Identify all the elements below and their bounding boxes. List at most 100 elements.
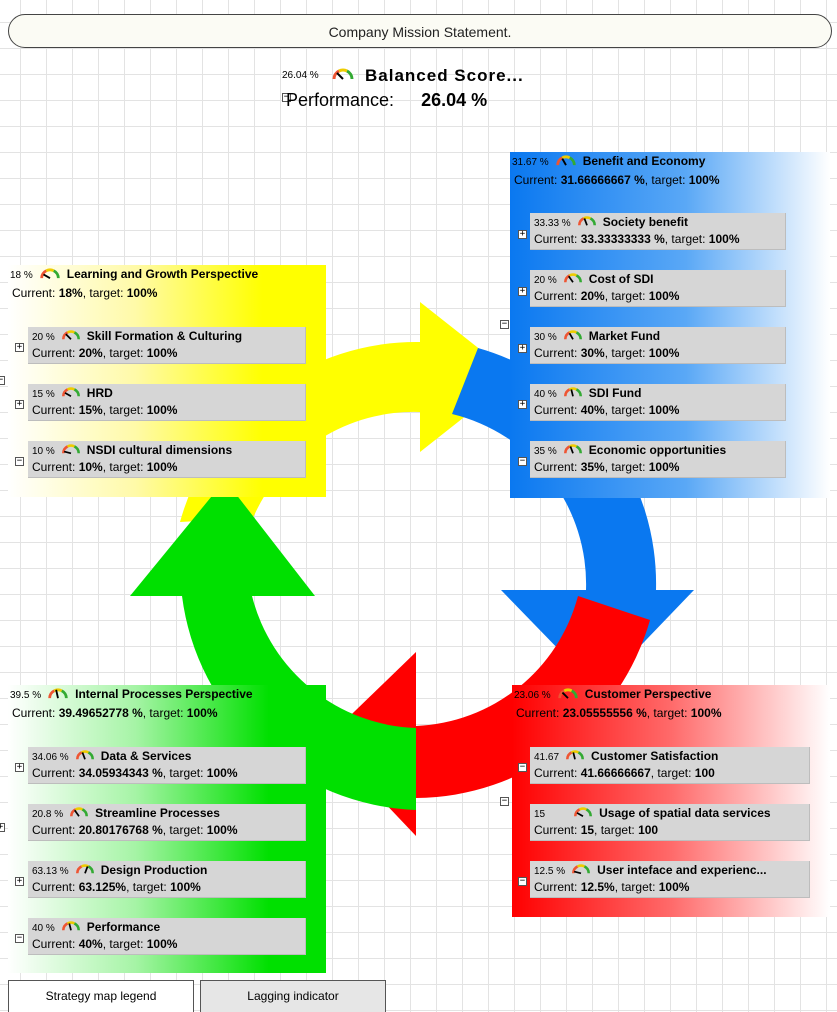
objective-percent: 41.67	[534, 752, 560, 763]
objective-header: 35 %Economic opportunities	[534, 443, 726, 458]
gauge-icon	[573, 806, 593, 821]
expand-toggle-icon[interactable]: +	[15, 762, 24, 772]
objective-current: Current: 20.80176768 %, target: 100%	[32, 823, 238, 837]
current-value: 39.49652778 %	[58, 706, 143, 720]
objective-design-production[interactable]: 63.13 %Design Production Current: 63.125…	[28, 861, 306, 898]
expand-toggle-icon[interactable]: +	[15, 399, 24, 409]
objective-percent: 40 %	[32, 923, 55, 934]
objective-name: HRD	[86, 386, 113, 400]
target-label: , target:	[644, 173, 689, 187]
current-label: Current:	[32, 937, 79, 951]
target-value: 100%	[186, 706, 218, 720]
current-label: Current:	[32, 460, 79, 474]
objective-sdi-fund[interactable]: 40 %SDI Fund Current: 40%, target: 100%	[530, 384, 786, 421]
target-value: 100%	[170, 880, 201, 894]
perspective-current: Current: 31.66666667 %, target: 100%	[514, 173, 720, 187]
objective-name: Performance	[86, 920, 161, 934]
green-cycle-arrow	[130, 480, 416, 810]
collapse-toggle-icon[interactable]: −	[500, 796, 509, 806]
collapse-toggle-icon[interactable]: −	[15, 456, 24, 466]
objective-name: Skill Formation & Culturing	[86, 329, 243, 343]
gauge-icon	[61, 443, 81, 458]
balanced-score-performance: Performance: 26.04 %	[286, 90, 487, 111]
perspective-percent: 31.67 %	[512, 157, 549, 169]
current-value: 34.05934343 %	[78, 766, 163, 780]
perspective-header: 31.67 %Benefit and Economy	[512, 154, 705, 170]
objective-header: 20 %Skill Formation & Culturing	[32, 329, 242, 344]
collapse-toggle-icon[interactable]: −	[0, 376, 5, 385]
balanced-score-node[interactable]: 26.04 % Balanced Score... − Performance:…	[270, 64, 570, 118]
target-label: , target:	[614, 880, 659, 894]
objective-skill-formation[interactable]: 20 %Skill Formation & Culturing Current:…	[28, 327, 306, 364]
expand-toggle-icon[interactable]: +	[0, 823, 5, 832]
objective-header: 34.06 %Data & Services	[32, 749, 191, 764]
objective-user-interface-experience[interactable]: 12.5 %User inteface and experienc... Cur…	[530, 861, 810, 898]
target-value: 100%	[648, 403, 680, 417]
target-value: 100%	[688, 173, 720, 187]
objective-hrd[interactable]: 15 %HRD Current: 15%, target: 100%	[28, 384, 306, 421]
gauge-icon	[555, 154, 577, 170]
objective-percent: 35 %	[534, 446, 557, 457]
expand-toggle-icon[interactable]: +	[518, 343, 527, 353]
objective-current: Current: 20%, target: 100%	[534, 289, 679, 303]
expand-toggle-icon[interactable]: +	[518, 229, 527, 239]
objective-current: Current: 33.33333333 %, target: 100%	[534, 232, 740, 246]
perspective-benefit-economy[interactable]: 31.67 %Benefit and Economy Current: 31.6…	[510, 152, 830, 498]
perspective-name: Internal Processes Perspective	[75, 687, 253, 702]
objective-current: Current: 40%, target: 100%	[32, 937, 177, 951]
objective-society-benefit[interactable]: 33.33 %Society benefit Current: 33.33333…	[530, 213, 786, 250]
tab-lagging-indicator[interactable]: Lagging indicator	[200, 980, 386, 1012]
expand-toggle-icon[interactable]: +	[15, 876, 24, 886]
current-value: 15%	[78, 403, 103, 417]
expand-toggle-icon[interactable]: +	[518, 286, 527, 296]
collapse-toggle-icon[interactable]: −	[15, 933, 24, 943]
gauge-icon	[61, 329, 81, 344]
perspective-current: Current: 18%, target: 100%	[12, 286, 157, 300]
collapse-toggle-icon[interactable]: −	[518, 876, 527, 886]
objective-streamline-processes[interactable]: 20.8 %Streamline Processes Current: 20.8…	[28, 804, 306, 841]
objective-name: Streamline Processes	[95, 806, 220, 820]
objective-market-fund[interactable]: 30 %Market Fund Current: 30%, target: 10…	[530, 327, 786, 364]
objective-data-services[interactable]: 34.06 %Data & Services Current: 34.05934…	[28, 747, 306, 784]
gauge-icon	[61, 386, 81, 401]
collapse-toggle-icon[interactable]: −	[500, 319, 509, 329]
mission-statement[interactable]: Company Mission Statement.	[8, 14, 832, 48]
objective-percent: 10 %	[32, 446, 55, 457]
perspective-header: 23.06 %Customer Perspective	[514, 687, 711, 703]
target-label: , target:	[604, 403, 649, 417]
target-value: 100%	[126, 286, 158, 300]
objective-name: Design Production	[100, 863, 208, 877]
objective-name: SDI Fund	[588, 386, 642, 400]
gauge-icon	[563, 386, 583, 401]
objective-name: NSDI cultural dimensions	[86, 443, 233, 457]
current-label: Current:	[12, 706, 59, 720]
objective-current: Current: 40%, target: 100%	[534, 403, 679, 417]
tab-strategy-map-legend[interactable]: Strategy map legend	[8, 980, 194, 1012]
objective-percent: 30 %	[534, 332, 557, 343]
objective-current: Current: 30%, target: 100%	[534, 346, 679, 360]
gauge-icon	[47, 687, 69, 703]
gauge-icon	[61, 920, 81, 935]
target-value: 100%	[146, 937, 178, 951]
gauge-icon	[39, 267, 61, 283]
collapse-toggle-icon[interactable]: −	[282, 92, 291, 102]
current-value: 15	[580, 823, 595, 837]
collapse-toggle-icon[interactable]: −	[518, 456, 527, 466]
current-label: Current:	[32, 880, 79, 894]
objective-percent: 15 %	[32, 389, 55, 400]
gauge-icon	[563, 329, 583, 344]
target-value: 100%	[206, 766, 238, 780]
collapse-toggle-icon[interactable]: −	[518, 762, 527, 772]
target-label: , target:	[102, 460, 147, 474]
objective-economic-opportunities[interactable]: 35 %Economic opportunities Current: 35%,…	[530, 441, 786, 478]
objective-percent: 34.06 %	[32, 752, 69, 763]
current-value: 35%	[580, 460, 605, 474]
objective-performance[interactable]: 40 % Performance Current: 40%, target: 10…	[28, 918, 306, 955]
expand-toggle-icon[interactable]: +	[15, 342, 24, 352]
objective-cost-of-sdi[interactable]: 20 %Cost of SDI Current: 20%, target: 10…	[530, 270, 786, 307]
objective-nsdi-cultural[interactable]: 10 %NSDI cultural dimensions Current: 10…	[28, 441, 306, 478]
target-label: , target:	[162, 766, 207, 780]
expand-toggle-icon[interactable]: +	[518, 399, 527, 409]
